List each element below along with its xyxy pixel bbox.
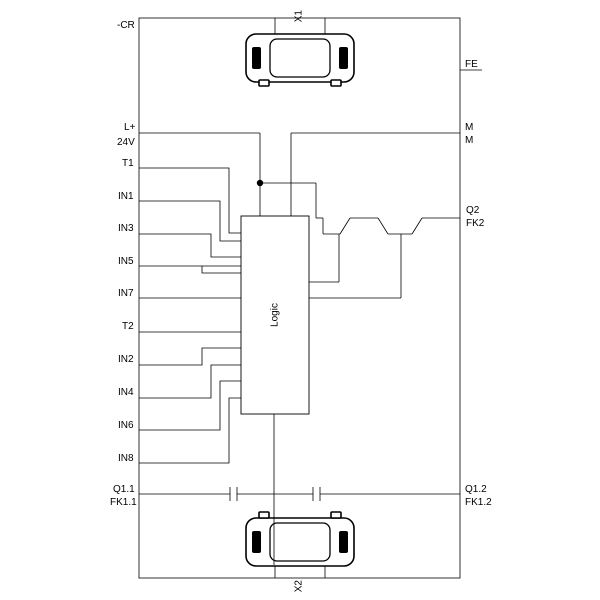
capacitor-1-icon [229, 487, 238, 501]
label-24v: 24V [117, 137, 135, 148]
label-logic: Logic [270, 303, 281, 327]
input-wires [139, 167, 241, 464]
capacitor-2-icon [312, 487, 321, 501]
label-in2: IN2 [118, 354, 134, 365]
label-in3: IN3 [118, 223, 134, 234]
label-m-top: M [465, 122, 473, 133]
logic-block [240, 215, 310, 415]
connector-x2-icon [245, 511, 355, 578]
transistor-switch-1-icon [309, 217, 378, 283]
label-lplus: L+ [124, 122, 136, 133]
connector-x1-icon [245, 18, 355, 87]
label-x1: X1 [294, 10, 305, 23]
label-cr: -CR [117, 20, 135, 31]
transistor-switch-2-icon [309, 217, 460, 299]
label-in7: IN7 [118, 288, 134, 299]
label-in6: IN6 [118, 420, 134, 431]
label-fk2: FK2 [466, 218, 485, 229]
label-in5: IN5 [118, 256, 134, 267]
label-fk1-2: FK1.2 [465, 497, 492, 508]
label-q1-2: Q1.2 [465, 484, 487, 495]
label-fk1-1: FK1.1 [110, 497, 137, 508]
q1-line [139, 414, 460, 565]
label-q1-1: Q1.1 [113, 484, 135, 495]
label-q2: Q2 [466, 205, 480, 216]
label-fe: FE [465, 59, 478, 70]
label-in1: IN1 [118, 191, 134, 202]
label-in4: IN4 [118, 387, 134, 398]
label-m-bottom: M [465, 135, 473, 146]
label-t1: T1 [122, 158, 134, 169]
label-in8: IN8 [118, 453, 134, 464]
label-x2: X2 [294, 580, 305, 593]
label-t2: T2 [122, 321, 134, 332]
